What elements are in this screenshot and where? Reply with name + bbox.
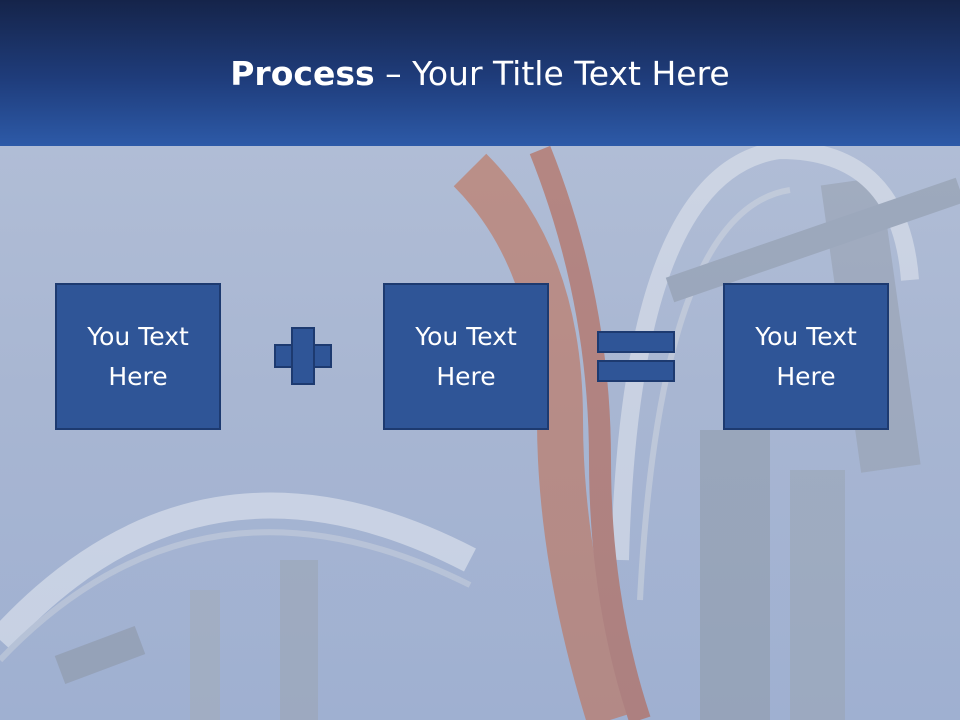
equals-top-bar <box>597 331 675 353</box>
process-box-2-text: You Text Here <box>415 321 517 391</box>
plus-center <box>293 346 313 366</box>
equals-bottom-bar <box>597 360 675 382</box>
slide-title: Process – Your Title Text Here <box>0 52 960 96</box>
process-box-1[interactable]: You Text Here <box>55 283 221 430</box>
process-box-result-text: You Text Here <box>755 321 857 391</box>
title-rest-part: – Your Title Text Here <box>374 54 730 93</box>
title-bar: Process – Your Title Text Here <box>0 0 960 146</box>
process-box-result[interactable]: You Text Here <box>723 283 889 430</box>
process-box-1-text: You Text Here <box>87 321 189 391</box>
process-box-2[interactable]: You Text Here <box>383 283 549 430</box>
title-bold-part: Process <box>230 54 375 93</box>
